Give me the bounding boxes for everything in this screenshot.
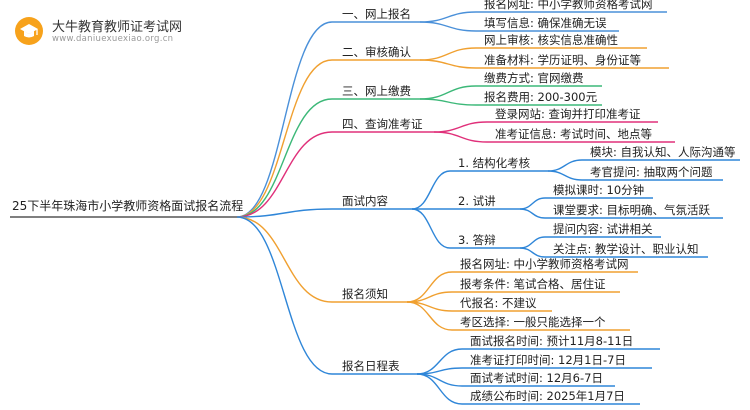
leaf-connector — [419, 59, 477, 69]
branch-label: 报名须知 — [342, 287, 388, 301]
subleaf-connector — [519, 236, 546, 249]
leaf-label: 1. 结构化考核 — [458, 156, 531, 170]
branch-connector — [236, 98, 333, 218]
branch-connector — [236, 59, 333, 218]
leaf-label: 登录网站: 查询并打印准考证 — [495, 107, 641, 121]
graduation-cap-icon — [15, 17, 43, 45]
subleaf-connector — [519, 208, 546, 219]
mindmap-root: 25下半年珠海市小学教师资格面试报名流程 — [12, 199, 244, 213]
leaf-label: 报考条件: 笔试合格、居住证 — [460, 277, 606, 291]
branch-connector — [236, 208, 333, 218]
logo-url: www.daniuexuexiao.org.cn — [52, 34, 174, 44]
leaf-label: 报名网址: 中小学教师资格考试网 — [484, 0, 653, 11]
leaf-label: 考区选择: 一般只能选择一个 — [460, 315, 606, 329]
site-logo: 大牛教育教师证考试网 www.daniuexuexiao.org.cn — [14, 14, 194, 48]
leaf-label: 成绩公布时间: 2025年1月7日 — [470, 389, 625, 403]
subleaf-label: 模块: 自我认知、人际沟通等 — [590, 145, 736, 159]
subleaf-connector — [519, 247, 546, 258]
leaf-connector — [416, 348, 463, 375]
leaf-connector — [419, 11, 477, 23]
leaf-label: 3. 答辩 — [458, 233, 496, 247]
leaf-connector — [419, 98, 477, 106]
branch-connector — [236, 216, 333, 303]
branch-connector — [236, 216, 333, 375]
leaf-label: 准备材料: 学历证明、身份证等 — [484, 53, 642, 67]
subleaf-label: 提问内容: 试讲相关 — [553, 222, 653, 236]
leaf-connector — [433, 131, 488, 143]
subleaf-connector — [547, 159, 583, 172]
subleaf-connector — [547, 170, 583, 181]
leaf-label: 面试考试时间: 12月6-7日 — [470, 371, 603, 385]
leaf-label: 填写信息: 确保准确无误 — [484, 16, 607, 30]
subleaf-label: 模拟课时: 10分钟 — [553, 183, 645, 197]
leaf-connector — [416, 373, 463, 387]
leaf-label: 2. 试讲 — [458, 194, 496, 208]
leaf-label: 报名费用: 200-300元 — [484, 90, 598, 104]
subleaf-label: 课堂要求: 目标明确、气氛活跃 — [553, 203, 711, 217]
leaf-connector — [411, 208, 451, 249]
leaf-label: 网上审核: 核实信息准确性 — [484, 33, 619, 47]
subleaf-label: 考官提问: 抽取两个问题 — [590, 165, 713, 179]
leaf-label: 缴费方式: 官网缴费 — [484, 71, 584, 85]
branch-label: 三、网上缴费 — [342, 84, 411, 98]
leaf-connector — [416, 367, 463, 375]
branch-label: 二、审核确认 — [342, 45, 411, 59]
branch-label: 一、网上报名 — [342, 7, 411, 21]
leaf-label: 准考证打印时间: 12月1日-7日 — [470, 353, 626, 367]
logo-name: 大牛教育教师证考试网 — [52, 20, 183, 35]
leaf-connector — [419, 85, 477, 100]
leaf-connector — [416, 373, 463, 405]
leaf-label: 准考证信息: 考试时间、地点等 — [495, 127, 653, 141]
leaf-connector — [433, 121, 488, 133]
branch-connector — [236, 131, 333, 218]
leaf-label: 代报名: 不建议 — [460, 296, 537, 310]
branch-connector — [236, 21, 333, 218]
branch-label: 面试内容 — [342, 194, 388, 208]
leaf-connector — [411, 170, 451, 210]
leaf-connector — [419, 47, 477, 61]
subleaf-connector — [519, 197, 546, 210]
branch-label: 四、查询准考证 — [342, 117, 423, 131]
leaf-connector — [406, 301, 453, 331]
branch-label: 报名日程表 — [342, 359, 400, 373]
subleaf-label: 关注点: 教学设计、职业认知 — [553, 242, 699, 256]
leaf-label: 面试报名时间: 预计11月8-11日 — [470, 334, 634, 348]
leaf-connector — [419, 21, 477, 32]
leaf-label: 报名网址: 中小学教师资格考试网 — [460, 257, 629, 271]
